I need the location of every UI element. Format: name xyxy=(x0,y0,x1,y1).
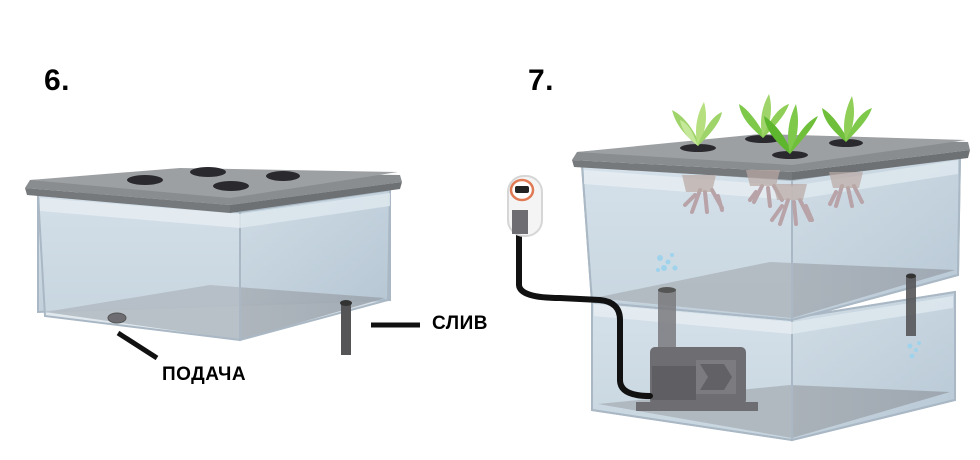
pump-icon xyxy=(636,347,758,411)
root-icon xyxy=(683,184,864,226)
step-7-lid xyxy=(572,134,970,180)
air-bubbles-icon xyxy=(656,253,921,359)
lid-hole xyxy=(127,175,163,185)
hose xyxy=(516,229,653,399)
drain-label: СЛИВ xyxy=(432,313,488,334)
lid-hole xyxy=(190,167,226,177)
timer-icon xyxy=(507,175,543,237)
supply-callout-line xyxy=(116,330,159,361)
supply-fitting xyxy=(107,312,127,324)
drain-tube xyxy=(906,273,916,336)
lid-hole xyxy=(266,171,300,181)
step-7-container xyxy=(507,94,970,442)
plant-icon xyxy=(672,94,872,154)
net-pots xyxy=(682,170,863,200)
step-6-number: 6. xyxy=(44,64,71,97)
step-6-container xyxy=(25,167,420,361)
grow-box xyxy=(580,153,962,322)
step-6-lid xyxy=(25,167,402,213)
step-7-number: 7. xyxy=(528,64,555,97)
lid-hole xyxy=(213,181,249,191)
drain-pipe xyxy=(340,300,352,355)
supply-tube xyxy=(658,287,676,350)
supply-label: ПОДАЧА xyxy=(162,364,247,385)
